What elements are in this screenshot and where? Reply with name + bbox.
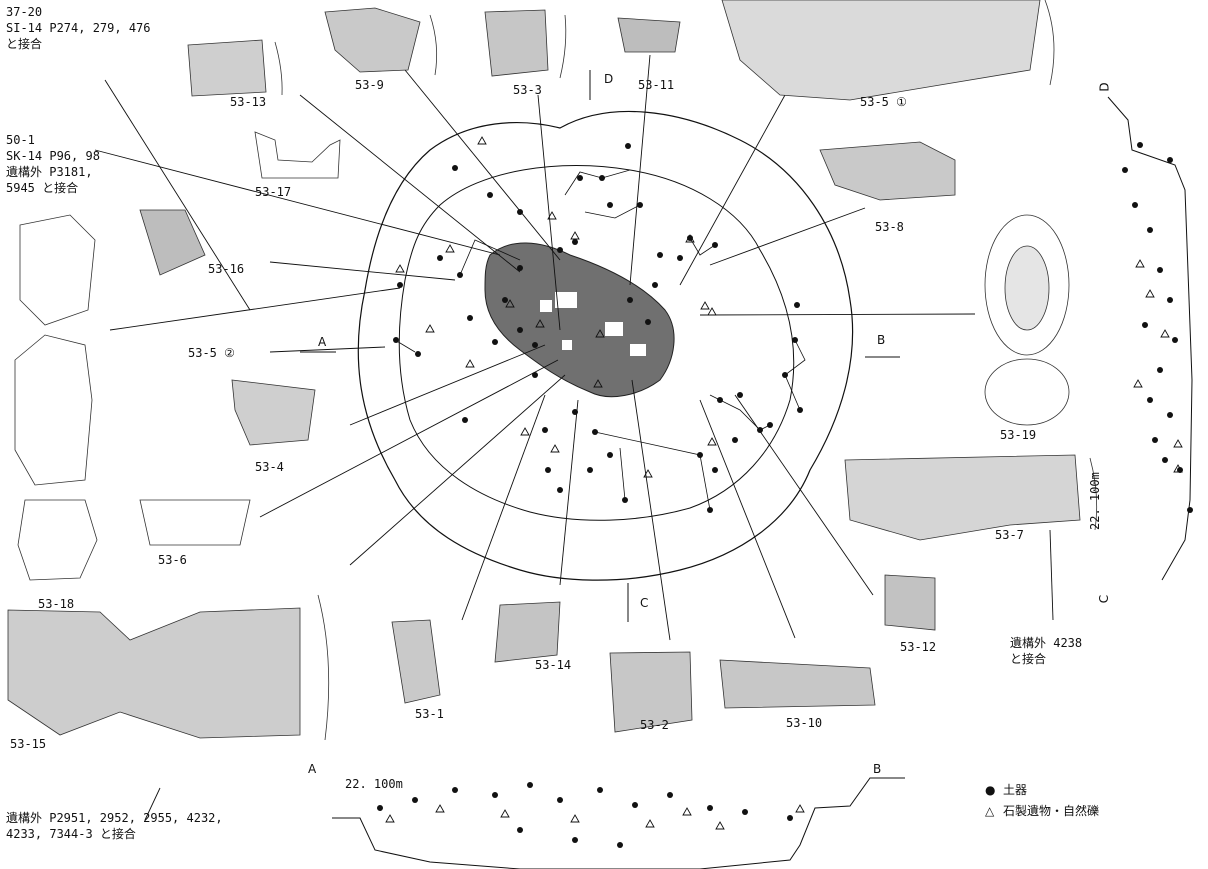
artifact-label-53-6: 53-6 xyxy=(158,553,187,567)
stone-points xyxy=(385,136,1183,830)
artifact-label-53-14: 53-14 xyxy=(535,658,572,672)
artifact-label-53-18: 53-18 xyxy=(38,597,75,611)
profile-53-13 xyxy=(274,41,283,96)
sherd-53-16 xyxy=(139,209,206,276)
artifact-label-53-11: 53-11 xyxy=(638,78,675,92)
hearth-stone xyxy=(562,340,572,350)
artifact-label-53-7: 53-7 xyxy=(995,528,1024,542)
vessel-53-6 xyxy=(139,499,251,546)
sherd-53-3 xyxy=(484,9,549,77)
section-mark-a-plan: A xyxy=(318,335,327,349)
refit-note-50-1: 50-1 SK-14 P96, 98 遺構外 P3181, 5945 と接合 xyxy=(6,133,100,195)
stone-53-18-a xyxy=(19,214,96,326)
sherd-53-5-1 xyxy=(721,0,1041,101)
refit-note-4238: 遺構外 4238 と接合 xyxy=(1010,636,1083,666)
profile-53-7 xyxy=(1089,457,1098,531)
hearth-stone xyxy=(630,344,646,356)
artifact-label-53-4: 53-4 xyxy=(255,460,284,474)
artifact-label-53-9: 53-9 xyxy=(355,78,384,92)
dot-icon: ● xyxy=(985,783,996,797)
section-c-d-profile xyxy=(1107,96,1193,581)
sherd-53-7 xyxy=(844,454,1081,541)
sherd-53-13 xyxy=(187,39,267,97)
section-mark-a-profile: A xyxy=(308,762,317,776)
elevation-label-horizontal: 22. 100m xyxy=(345,777,403,791)
section-mark-b-plan: B xyxy=(877,333,886,347)
sherd-53-14 xyxy=(494,601,561,663)
legend-item-pottery: ●土器 xyxy=(985,783,1028,797)
sherd-53-10 xyxy=(719,659,876,709)
profile-53-15 xyxy=(317,594,330,741)
pit-hearth-shaded xyxy=(484,242,675,398)
sherd-53-2 xyxy=(609,651,693,733)
artifact-label-53-1: 53-1 xyxy=(415,707,444,721)
section-mark-d-profile: D xyxy=(1097,82,1112,92)
artifact-label-53-3: 53-3 xyxy=(513,83,542,97)
section-mark-c-profile: C xyxy=(1097,594,1112,604)
profile-53-5-1 xyxy=(1044,0,1055,86)
hearth-stone xyxy=(540,300,552,312)
refit-note-37-20: 37-20 SI-14 P274, 279, 476 と接合 xyxy=(6,5,151,51)
vessel-53-17 xyxy=(254,131,341,179)
sherd-53-11 xyxy=(617,17,681,53)
hearth-stone xyxy=(605,322,623,336)
artifact-label-53-2: 53-2 xyxy=(640,718,669,732)
artifact-label-53-13: 53-13 xyxy=(230,95,267,109)
artifact-label-53-16: 53-16 xyxy=(208,262,245,276)
artifact-label-53-5-1: 53-5 ① xyxy=(860,95,907,109)
artifact-label-53-15: 53-15 xyxy=(10,737,47,751)
artifact-label-53-19: 53-19 xyxy=(1000,428,1037,442)
profile-53-3 xyxy=(559,14,567,79)
sherd-53-15 xyxy=(7,607,301,739)
section-a-b-profile xyxy=(332,777,905,869)
stone-53-19-inner xyxy=(1004,245,1050,331)
pit-inner-outline xyxy=(398,165,795,521)
section-mark-c-plan: C xyxy=(640,596,649,610)
triangle-icon: △ xyxy=(985,804,995,818)
sherd-53-9 xyxy=(324,7,421,73)
hearth-stone xyxy=(555,292,577,308)
artifact-label-53-12: 53-12 xyxy=(900,640,937,654)
section-mark-d-plan: D xyxy=(604,72,614,86)
pit-outer-outline xyxy=(357,110,854,581)
stone-53-19-bottom xyxy=(984,358,1070,426)
stone-53-18-c xyxy=(17,499,98,581)
legend-item-stone: △石製遺物・自然礫 xyxy=(985,804,1100,818)
profile-53-9 xyxy=(429,14,438,76)
leader-lines xyxy=(94,54,1054,821)
sherd-53-12 xyxy=(884,574,936,631)
artifact-drawings xyxy=(7,0,1098,741)
sherd-53-1 xyxy=(391,619,441,704)
section-mark-b-profile: B xyxy=(873,762,882,776)
refit-note-p2951: 遺構外 P2951, 2952, 2955, 4232, 4233, 7344-… xyxy=(6,811,223,841)
elevation-label-vertical: 22. 100m xyxy=(1088,472,1102,530)
artifact-label-53-17: 53-17 xyxy=(255,185,292,199)
sherd-53-4 xyxy=(231,379,316,446)
stone-53-18-b xyxy=(14,334,93,486)
artifact-label-53-10: 53-10 xyxy=(786,716,823,730)
artifact-label-53-5-2: 53-5 ② xyxy=(188,346,235,360)
artifact-label-53-8: 53-8 xyxy=(875,220,904,234)
sherd-53-8 xyxy=(819,141,956,201)
